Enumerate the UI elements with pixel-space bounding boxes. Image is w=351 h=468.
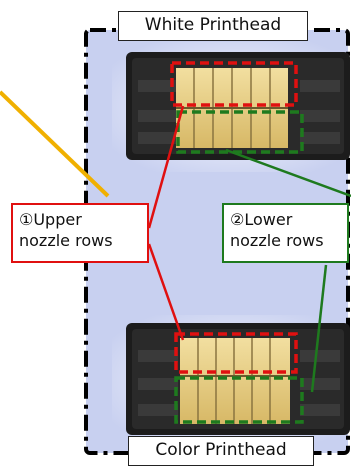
white-printhead-title: White Printhead xyxy=(118,11,308,41)
lower-callout-line1: ②Lower xyxy=(230,210,293,229)
lower-nozzle-highlight-top xyxy=(176,110,304,154)
lower-callout-connectors xyxy=(225,148,351,393)
lower-callout-line2: nozzle rows xyxy=(230,231,324,250)
upper-nozzle-highlight-top xyxy=(170,61,298,107)
upper-callout-connectors xyxy=(147,105,185,341)
lower-nozzle-rows-callout: ②Lower nozzle rows xyxy=(222,203,349,263)
color-printhead-image xyxy=(112,315,351,445)
upper-callout-line2: nozzle rows xyxy=(19,231,113,250)
upper-nozzle-highlight-bottom xyxy=(174,332,298,374)
lower-nozzle-highlight-bottom xyxy=(174,376,304,424)
pointer-line xyxy=(0,90,110,198)
color-printhead-title: Color Printhead xyxy=(128,436,314,466)
upper-callout-line1: ①Upper xyxy=(19,210,82,229)
upper-nozzle-rows-callout: ①Upper nozzle rows xyxy=(11,203,149,263)
